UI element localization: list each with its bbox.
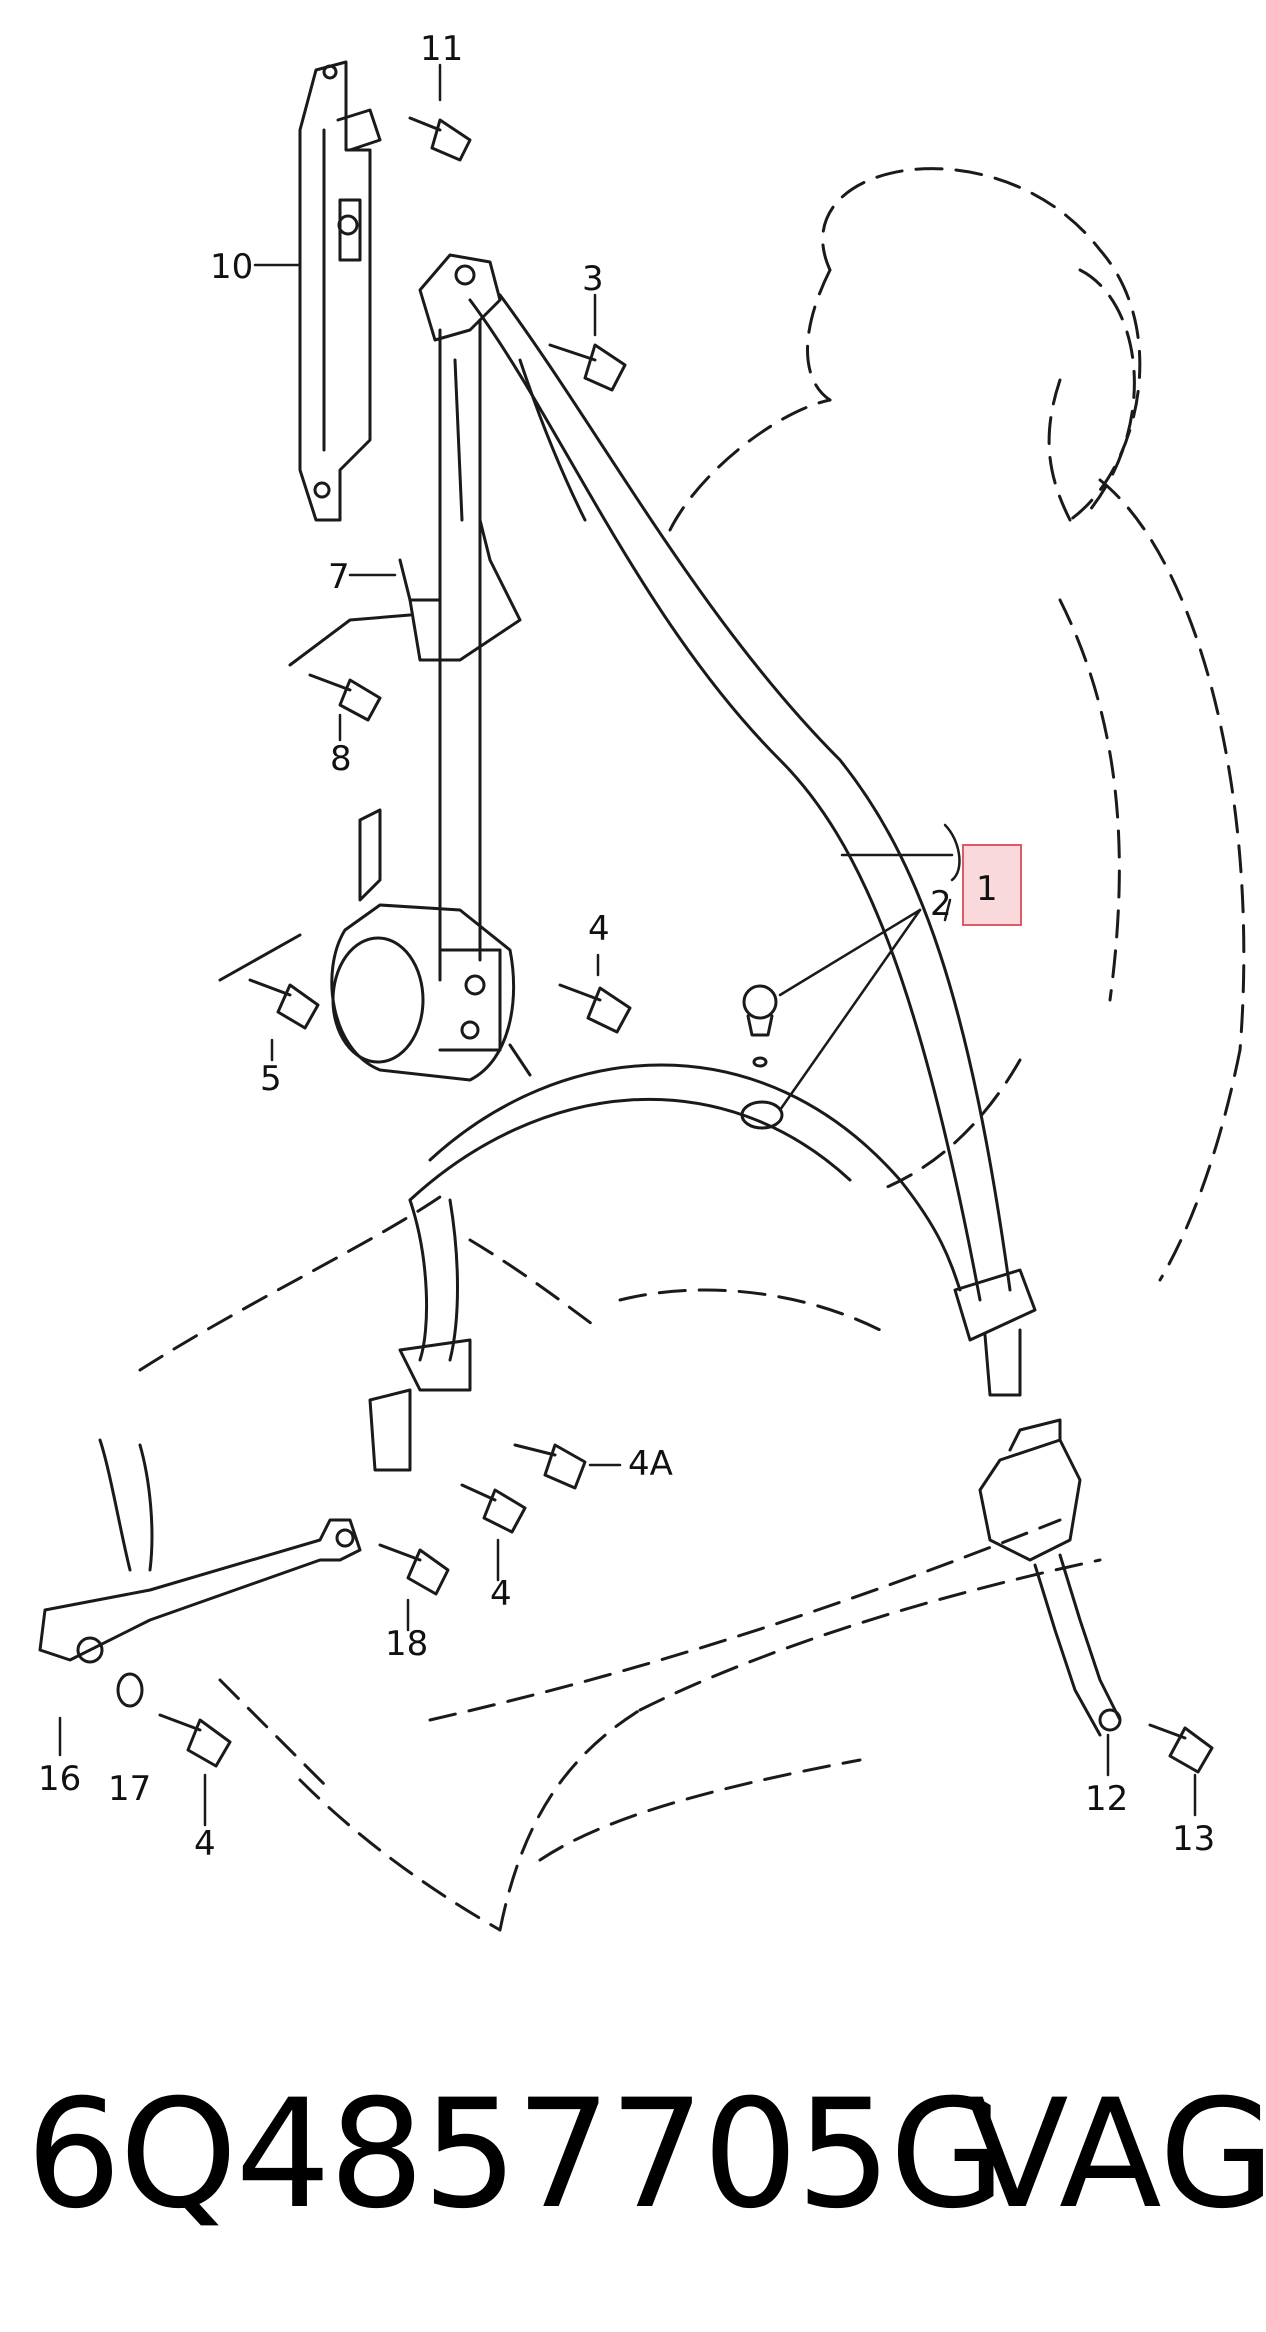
lap-belt: [368, 1063, 962, 1472]
bolt-4A: [513, 1443, 587, 1490]
label-11: 11: [420, 29, 463, 69]
bolt-4-floor: [158, 1713, 232, 1768]
label-10: 10: [210, 247, 253, 287]
clip-2: [740, 984, 784, 1130]
belt-webbing: [418, 253, 1012, 1302]
leader-lines: [58, 63, 1197, 1827]
label-12: 12: [1085, 1779, 1128, 1819]
bolt-8: [308, 673, 382, 722]
belt-guide: [288, 518, 522, 667]
label-4A: 4A: [628, 1444, 673, 1484]
highlight-box: [962, 844, 1022, 926]
bolt-4-lap: [460, 1483, 527, 1534]
bolt-11: [408, 116, 472, 162]
brand-name: VAG: [966, 2068, 1266, 2242]
label-13: 13: [1172, 1819, 1215, 1859]
part-labels: 1 2 3 4 4 4 4A 5 7 8 10 11 12 13 16 17 1…: [38, 29, 1215, 1864]
bolt-4-retractor: [558, 983, 632, 1034]
label-17: 17: [108, 1769, 151, 1809]
seat-outline: [138, 167, 1246, 1932]
label-5: 5: [260, 1059, 282, 1099]
label-7: 7: [328, 557, 350, 597]
floor-anchor-rail: [38, 1438, 362, 1664]
label-3: 3: [582, 259, 604, 299]
height-adjuster-rail: [298, 60, 382, 522]
washer-17: [116, 1672, 144, 1708]
label-1: 1: [976, 869, 998, 909]
label-2: 2: [930, 884, 952, 924]
label-16: 16: [38, 1759, 81, 1799]
label-18: 18: [385, 1624, 428, 1664]
label-4-floor: 4: [194, 1824, 216, 1864]
bolt-5: [248, 978, 320, 1030]
caption: 6Q4857705G VAG: [26, 2055, 1266, 2255]
seat-belt-diagram: 1 2 3 4 4 4 4A 5 7 8 10 11 12 13 16 17 1…: [38, 29, 1246, 1932]
bolt-13: [1148, 1723, 1214, 1774]
label-4-retractor: 4: [588, 909, 610, 949]
bolt-3: [548, 343, 627, 392]
buckle-assembly: [953, 1268, 1122, 1737]
part-number: 6Q4857705G: [26, 2068, 1006, 2242]
label-4-lap: 4: [490, 1574, 512, 1614]
label-8: 8: [330, 739, 352, 779]
belt-retractor: [218, 808, 532, 1082]
bolt-18: [378, 1543, 450, 1596]
